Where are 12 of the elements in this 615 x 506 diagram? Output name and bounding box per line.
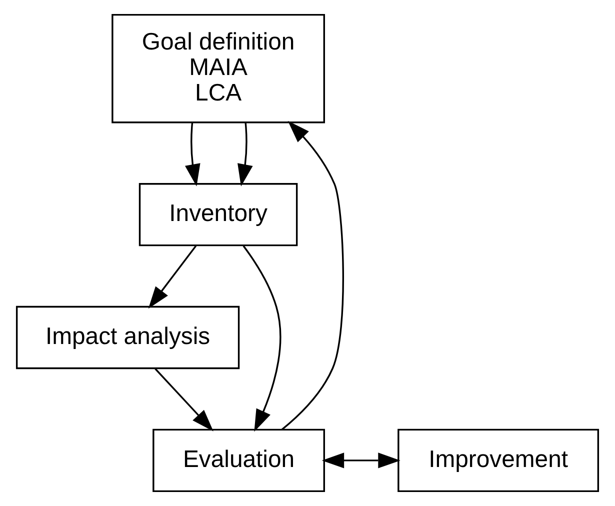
node-box: Evaluation — [152, 428, 325, 492]
arrow — [322, 452, 400, 468]
arrow — [148, 245, 197, 309]
arrow — [281, 120, 344, 430]
node-box: Goal definition MAIA LCA — [112, 14, 325, 124]
arrow — [242, 245, 282, 432]
node-box: Inventory — [138, 183, 298, 246]
node-box: Improvement — [398, 428, 600, 492]
arrow — [238, 122, 253, 186]
node-box: Impact analysis — [16, 306, 240, 370]
arrow — [185, 122, 200, 186]
arrow — [154, 368, 214, 432]
